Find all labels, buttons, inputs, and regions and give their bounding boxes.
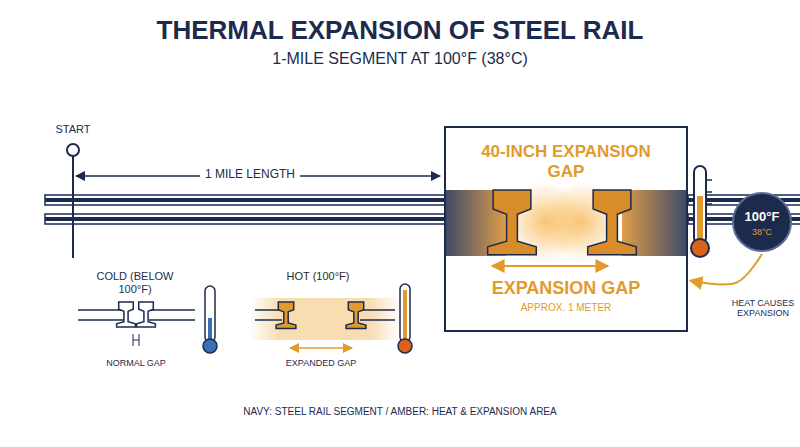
rail-profile (117, 302, 136, 327)
rail-ends (446, 182, 686, 262)
cold-thermometer (203, 286, 217, 353)
title: THERMAL EXPANSION OF STEEL RAIL (157, 16, 644, 46)
gap-heading: EXPANSION GAP (456, 278, 676, 299)
box-heading: 40-INCH EXPANSION GAP (476, 142, 656, 181)
color-note: NAVY: STEEL RAIL SEGMENT / AMBER: HEAT &… (243, 406, 556, 418)
hot-rail (255, 302, 395, 328)
rail-profile (346, 302, 366, 328)
rail-profile (488, 190, 537, 255)
rail-profile (588, 190, 637, 255)
rail-profile (276, 302, 296, 328)
hot-thermometer (398, 284, 412, 353)
heat-note: HEAT CAUSES EXPANSION (726, 298, 800, 319)
hot-label: HOT (100°F) (278, 270, 358, 283)
start-label: START (55, 123, 90, 136)
subtitle: 1-MILE SEGMENT AT 100°F (38°C) (272, 50, 528, 68)
gauge-value: 100°F (734, 210, 790, 225)
gap-label: EXPANDED GAP (286, 358, 356, 368)
gap-dimension (492, 265, 608, 267)
length-label: 1 MILE LENGTH (200, 168, 300, 182)
thermometer (691, 166, 712, 257)
detail-box: 40-INCH EXPANSION GAP EXPANSION GAP APPROX… (444, 126, 688, 332)
heat-band (250, 298, 400, 340)
gauge-value: 38°C (734, 227, 790, 237)
rail-profile (137, 302, 156, 327)
detail-ground (444, 126, 688, 332)
gap-size: APPROX. 1 METER (456, 302, 676, 314)
start-marker (67, 144, 79, 258)
expanded-gap-dimension (290, 347, 352, 349)
temperature-gauge: 100°F 38°C (732, 192, 792, 252)
cold-label: COLD (BELOW 100°F) (87, 270, 183, 295)
cold-rail (78, 302, 195, 346)
gap-label: NORMAL GAP (106, 358, 166, 368)
heat-arrow (690, 254, 762, 284)
